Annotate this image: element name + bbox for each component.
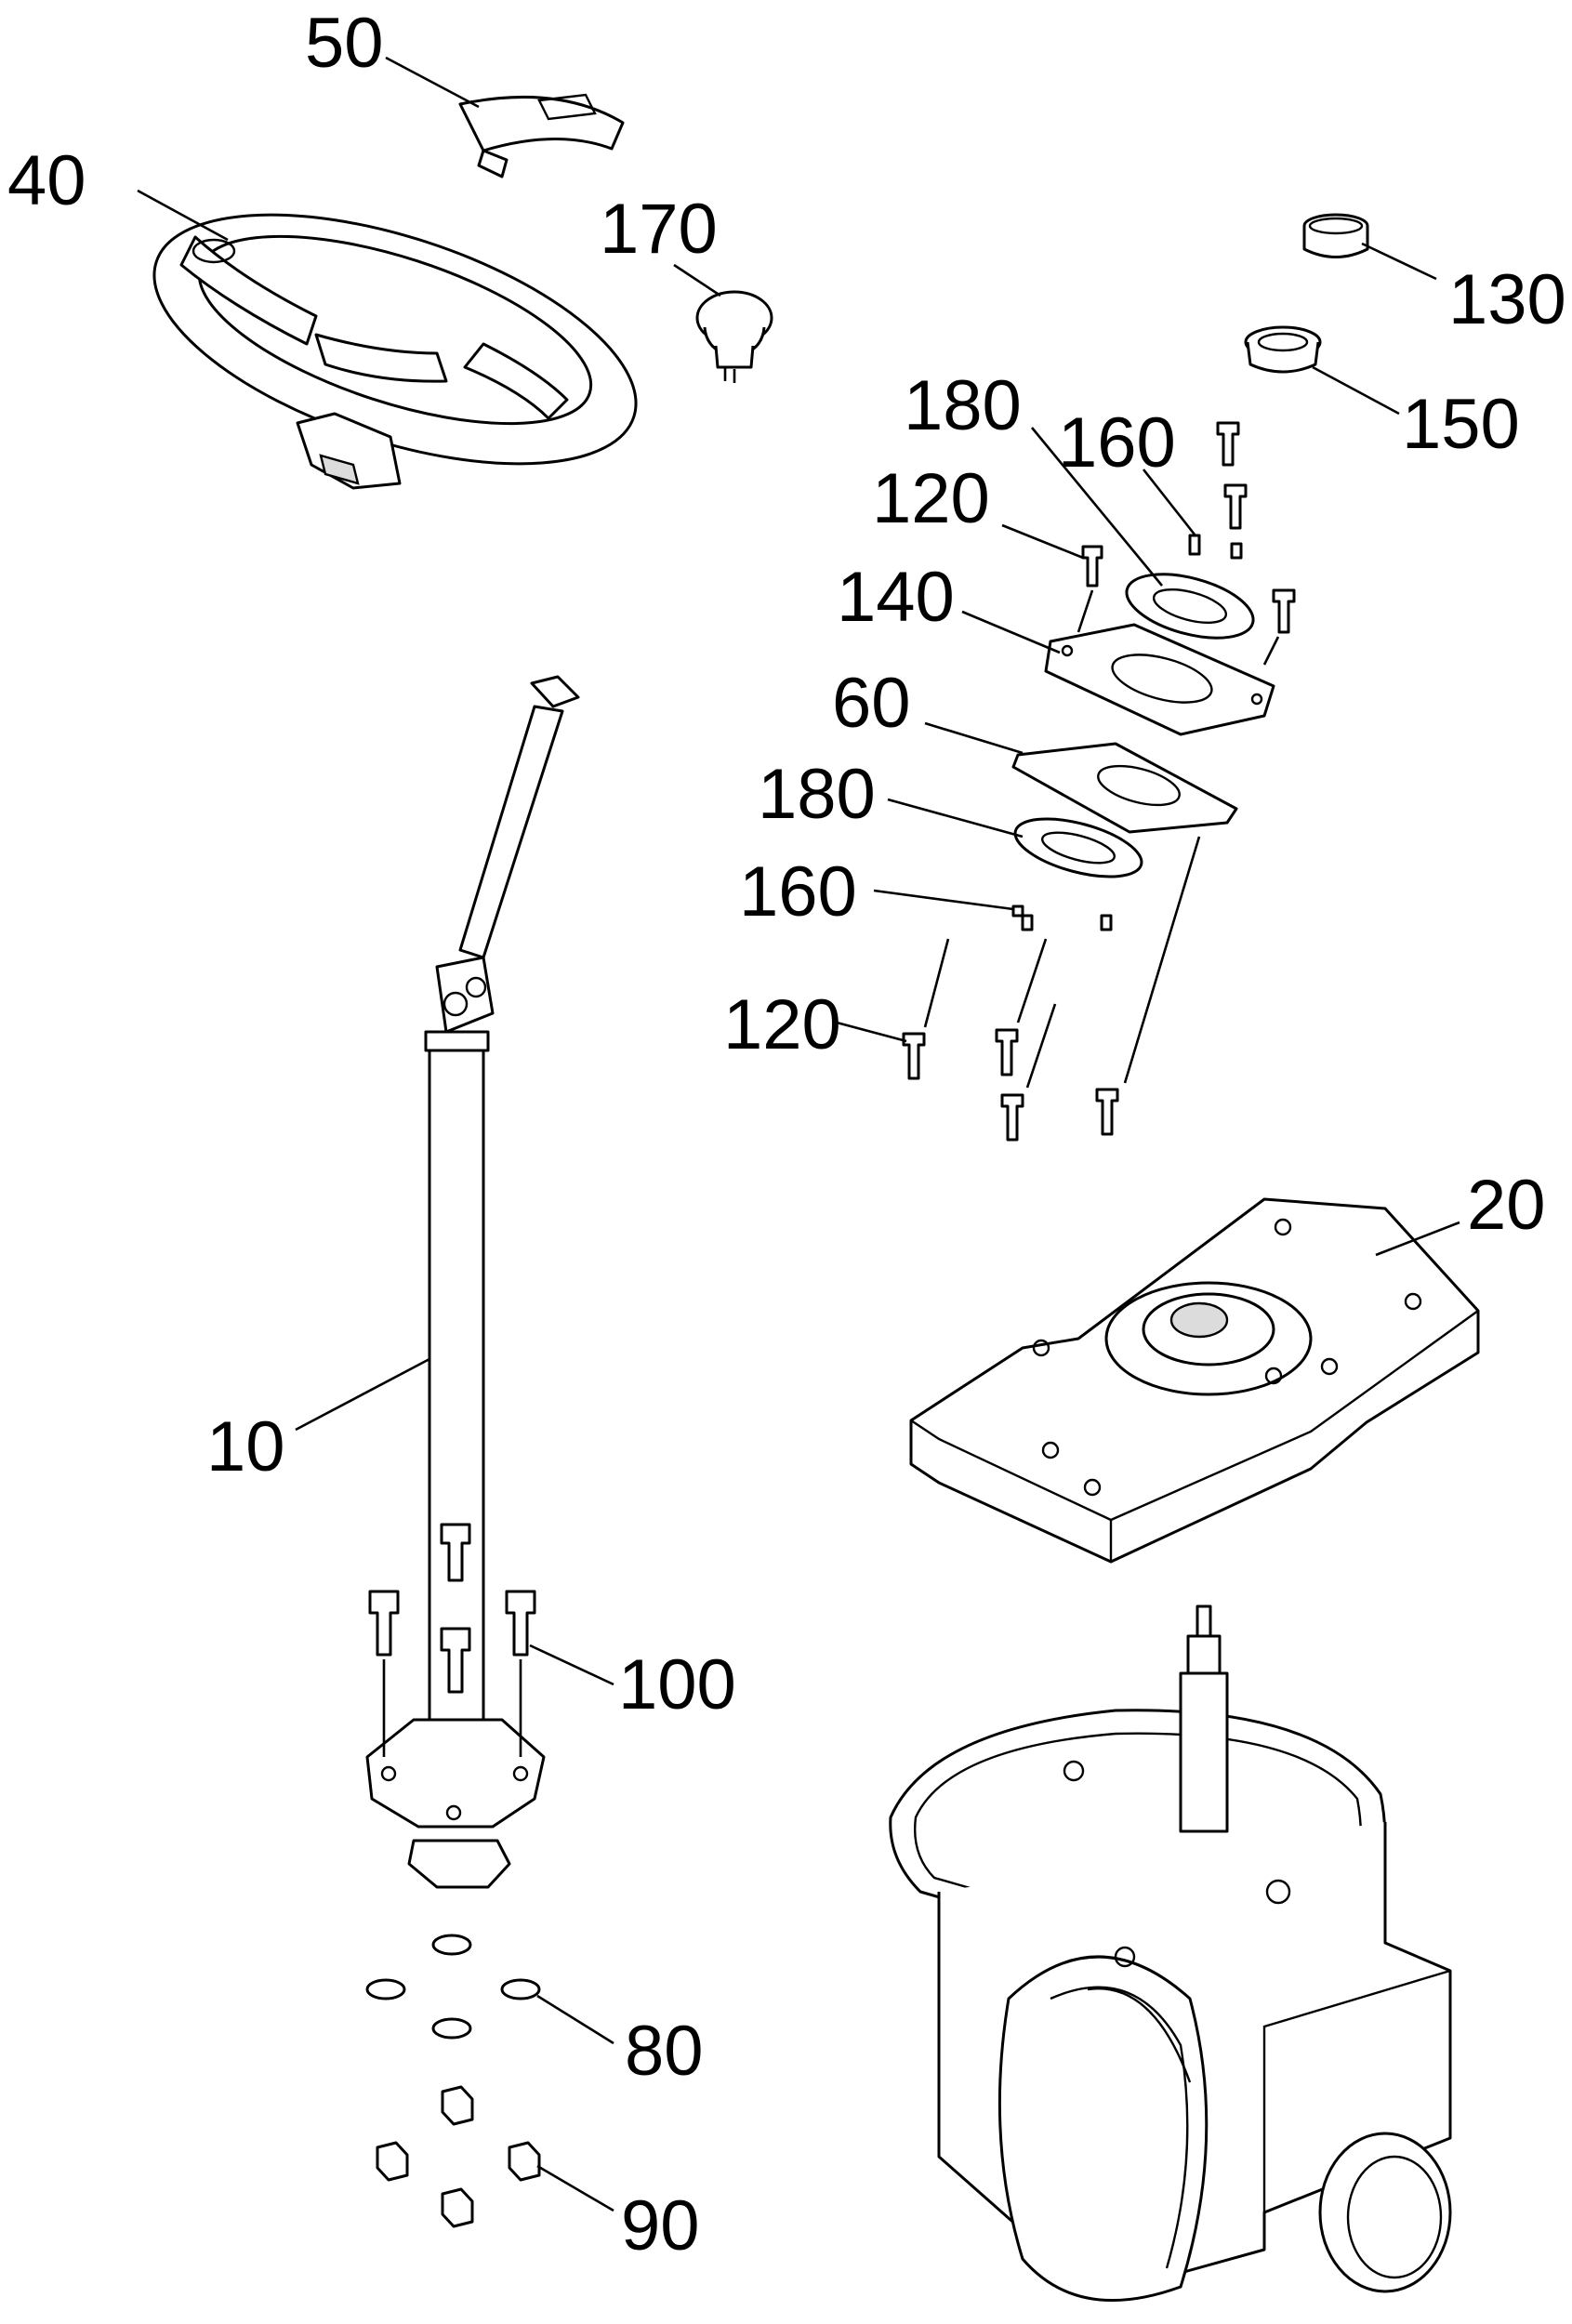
leader-lines bbox=[137, 56, 1460, 2212]
part-90-nuts[interactable] bbox=[376, 2085, 541, 2228]
callout-40: 40 bbox=[7, 141, 86, 220]
callout-100: 100 bbox=[618, 1645, 736, 1724]
part-150-nut-cap[interactable] bbox=[1244, 325, 1322, 374]
callout-140: 140 bbox=[837, 558, 955, 637]
part-40-steering-wheel[interactable] bbox=[125, 165, 666, 514]
part-20-base-plate[interactable] bbox=[909, 1197, 1480, 1564]
part-120-upper-screws[interactable] bbox=[1077, 421, 1296, 666]
callout-80: 80 bbox=[625, 2012, 704, 2091]
callout-130: 130 bbox=[1448, 260, 1566, 339]
part-60-plate[interactable] bbox=[1011, 742, 1238, 834]
callout-180-upper: 180 bbox=[904, 366, 1022, 445]
part-160-lower-pins[interactable] bbox=[1011, 905, 1113, 931]
drive-wheel-assembly[interactable] bbox=[889, 1604, 1452, 2302]
callout-20: 20 bbox=[1467, 1166, 1546, 1245]
callout-90: 90 bbox=[621, 2186, 700, 2265]
part-180-lower-gasket[interactable] bbox=[1010, 808, 1148, 888]
callout-160-upper: 160 bbox=[1058, 403, 1176, 482]
callout-120-upper: 120 bbox=[872, 459, 990, 538]
part-100-bolts[interactable] bbox=[368, 1523, 536, 1757]
callout-180-lower: 180 bbox=[758, 755, 876, 834]
part-50-horn-cap[interactable] bbox=[458, 93, 625, 178]
callout-120-lower: 120 bbox=[723, 985, 841, 1064]
part-10-steering-column[interactable] bbox=[365, 675, 580, 1889]
callout-60: 60 bbox=[832, 664, 911, 743]
callout-50: 50 bbox=[305, 4, 384, 83]
part-120-lower-screws[interactable] bbox=[902, 836, 1201, 1142]
part-140-mounting-plate[interactable] bbox=[1044, 623, 1275, 736]
part-170-knob[interactable] bbox=[695, 290, 773, 383]
part-130-sleeve[interactable] bbox=[1302, 213, 1369, 258]
part-80-washers[interactable] bbox=[365, 1934, 541, 2040]
callout-labels: 50 40 170 130 150 180 160 120 140 60 180… bbox=[7, 4, 1566, 2265]
callout-170: 170 bbox=[600, 190, 718, 269]
callout-150: 150 bbox=[1402, 385, 1520, 464]
part-180-upper-gasket[interactable] bbox=[1120, 562, 1261, 650]
callout-10: 10 bbox=[206, 1407, 285, 1486]
callout-160-lower: 160 bbox=[739, 852, 857, 931]
part-160-upper-pins[interactable] bbox=[1188, 534, 1243, 560]
